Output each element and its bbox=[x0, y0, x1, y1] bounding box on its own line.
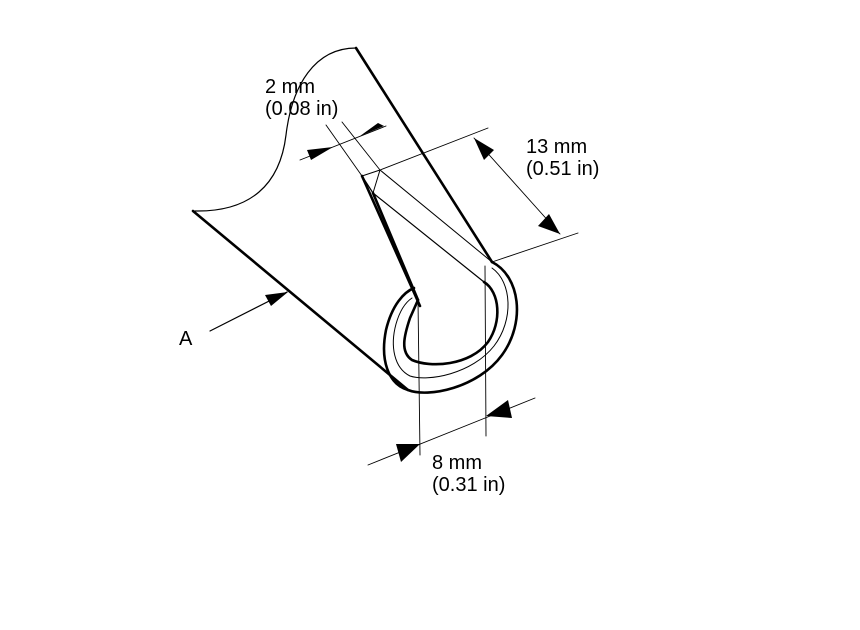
dim-2mm-metric: 2 mm bbox=[265, 76, 315, 98]
dim-8mm-arrow-right bbox=[486, 400, 512, 418]
dim-13mm-ext-1 bbox=[379, 127, 489, 171]
dim-2mm-arrow-left bbox=[307, 147, 333, 160]
callout-a-arrowhead bbox=[265, 292, 288, 306]
dim-2mm-arrow-right bbox=[360, 123, 384, 136]
loop-outer bbox=[382, 260, 519, 394]
dim-2mm-ext-1 bbox=[325, 124, 363, 177]
dim-13mm-ext-2 bbox=[491, 232, 579, 263]
dim-2mm-ext-2 bbox=[341, 121, 381, 171]
dim-13mm-label: 13 mm (0.51 in) bbox=[526, 136, 599, 180]
dim-8mm-ext-1 bbox=[417, 299, 421, 456]
dim-13mm-metric: 13 mm bbox=[526, 136, 588, 158]
loop-inner-thin bbox=[392, 267, 509, 379]
dim-13mm-arrow-top bbox=[474, 138, 494, 160]
dim-8mm-metric: 8 mm bbox=[432, 452, 482, 474]
dim-13mm-arrow-bottom bbox=[538, 214, 560, 234]
top-edge bbox=[354, 46, 494, 264]
dim-8mm-label: 8 mm (0.31 in) bbox=[432, 452, 505, 496]
dim-2mm-imperial: (0.08 in) bbox=[265, 98, 339, 120]
dim-8mm-ext-2 bbox=[484, 265, 487, 437]
callout-a-label: A bbox=[179, 328, 193, 350]
dim-8mm-imperial: (0.31 in) bbox=[432, 474, 506, 496]
tab-face bbox=[361, 175, 485, 283]
tab-corner-thin bbox=[372, 169, 381, 194]
bottom-edge bbox=[191, 209, 410, 392]
break-line bbox=[194, 47, 357, 212]
dim-13mm-imperial: (0.51 in) bbox=[526, 158, 600, 180]
loop-inner-bold bbox=[402, 280, 499, 366]
dim-2mm-label: 2 mm (0.08 in) bbox=[265, 76, 338, 120]
dim-8mm-arrow-left bbox=[396, 444, 420, 462]
tab-inner-bold bbox=[371, 191, 420, 302]
